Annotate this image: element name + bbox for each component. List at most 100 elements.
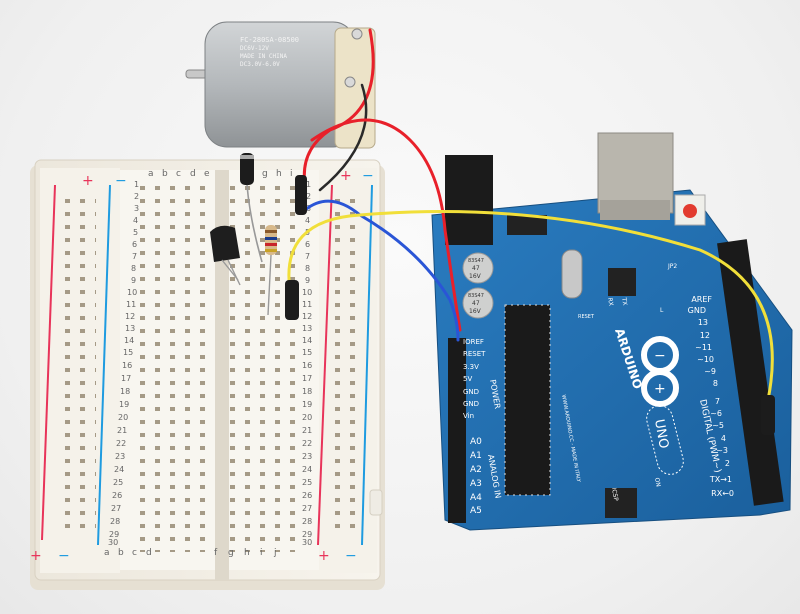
svg-text:1: 1 xyxy=(134,180,139,189)
model-label: UNO xyxy=(651,418,671,450)
svg-text:11: 11 xyxy=(302,300,312,309)
svg-text:j: j xyxy=(273,548,277,558)
analog-header-labels: A0 A1 A2 A3 A4 A5 xyxy=(470,437,482,516)
svg-text:12: 12 xyxy=(700,331,710,340)
svg-text:11: 11 xyxy=(126,300,136,309)
svg-text:19: 19 xyxy=(302,400,312,409)
svg-text:2: 2 xyxy=(725,459,730,468)
svg-text:28: 28 xyxy=(302,517,312,526)
motor-label-2: DC6V-12V xyxy=(240,45,269,52)
left-minus-rail-line xyxy=(97,184,111,546)
svg-text:RX←0: RX←0 xyxy=(711,489,734,498)
column-labels-bottom: a b c d f g h i j xyxy=(104,548,277,558)
digital-header xyxy=(717,239,784,506)
breadboard: + − + − + − + − a b c d e g h i a b c d … xyxy=(30,159,385,590)
crystal-oscillator xyxy=(561,249,583,299)
svg-text:~3: ~3 xyxy=(716,446,728,455)
svg-text:28: 28 xyxy=(110,517,120,526)
svg-text:Vin: Vin xyxy=(463,412,474,420)
svg-text:27: 27 xyxy=(111,504,121,513)
svg-text:~10: ~10 xyxy=(697,355,714,364)
motor-label-4: DC3.0V-6.0V xyxy=(240,61,280,68)
svg-text:24: 24 xyxy=(114,465,124,474)
svg-text:4: 4 xyxy=(133,216,138,225)
right-plus-rail-line xyxy=(317,184,333,546)
svg-text:b: b xyxy=(162,169,168,179)
svg-text:14: 14 xyxy=(124,336,134,345)
svg-text:g: g xyxy=(228,548,234,558)
rail-minus-label-top-left: − xyxy=(115,173,127,189)
svg-text:12: 12 xyxy=(125,312,135,321)
resistor xyxy=(265,225,277,316)
svg-text:3.3V: 3.3V xyxy=(463,363,479,371)
svg-text:26: 26 xyxy=(302,491,312,500)
motor-label-3: MADE IN CHINA xyxy=(240,53,287,60)
svg-text:23: 23 xyxy=(302,452,312,461)
wire-header-pin xyxy=(285,280,299,320)
svg-text:GND: GND xyxy=(463,400,479,408)
svg-text:A3: A3 xyxy=(470,479,482,489)
svg-text:h: h xyxy=(276,169,282,179)
svg-text:14: 14 xyxy=(302,336,312,345)
svg-text:2: 2 xyxy=(306,192,311,201)
jumper-wires xyxy=(285,28,775,435)
svg-text:A0: A0 xyxy=(470,437,482,447)
voltage-regulator xyxy=(507,215,547,235)
l-led-label: L xyxy=(660,307,664,314)
svg-text:6: 6 xyxy=(305,240,310,249)
svg-text:23: 23 xyxy=(115,452,125,461)
yellow-wire-to-pin3 xyxy=(287,210,774,402)
rail-minus-label-bottom-right: − xyxy=(345,548,357,564)
svg-text:TX→1: TX→1 xyxy=(709,475,732,484)
wire-header-pin xyxy=(761,395,775,435)
svg-text:10: 10 xyxy=(302,288,312,297)
jp2-label: JP2 xyxy=(667,263,677,270)
svg-text:5V: 5V xyxy=(463,375,472,383)
svg-text:GND: GND xyxy=(688,306,706,315)
reset-button-cap[interactable] xyxy=(683,204,697,218)
rail-plus-label-bottom-right: + xyxy=(318,548,330,564)
svg-text:22: 22 xyxy=(302,439,312,448)
svg-text:8: 8 xyxy=(305,264,310,273)
svg-text:15: 15 xyxy=(123,348,133,357)
svg-text:27: 27 xyxy=(302,504,312,513)
svg-text:83S47: 83S47 xyxy=(468,258,484,264)
svg-text:18: 18 xyxy=(302,387,312,396)
svg-text:17: 17 xyxy=(121,374,131,383)
svg-text:7: 7 xyxy=(132,252,137,261)
svg-text:a: a xyxy=(148,169,154,179)
rx-led-label: RX xyxy=(606,297,614,306)
svg-text:i: i xyxy=(290,169,293,179)
svg-text:~5: ~5 xyxy=(712,421,724,430)
wire-header-pin xyxy=(295,175,307,215)
rail-plus-label-top-left: + xyxy=(82,173,94,189)
row-labels-right: 1 2 3 4 5 6 7 8 9 10 11 12 13 14 15 16 1… xyxy=(302,180,312,547)
svg-text:4: 4 xyxy=(721,434,726,443)
motor-black-lead xyxy=(318,83,368,192)
svg-text:b: b xyxy=(118,548,124,558)
svg-text:29: 29 xyxy=(109,530,119,539)
svg-text:8: 8 xyxy=(131,264,136,273)
arduino-logo: − + xyxy=(641,336,679,407)
reset-en-label: RESET xyxy=(578,314,595,320)
svg-text:~6: ~6 xyxy=(710,409,722,418)
svg-text:7: 7 xyxy=(305,252,310,261)
svg-text:21: 21 xyxy=(302,426,312,435)
svg-text:AREF: AREF xyxy=(691,295,712,304)
svg-text:a: a xyxy=(104,548,110,558)
svg-text:A2: A2 xyxy=(470,465,482,475)
svg-text:10: 10 xyxy=(127,288,137,297)
svg-text:~9: ~9 xyxy=(704,367,716,376)
svg-text:22: 22 xyxy=(116,439,126,448)
rail-minus-label-top-right: − xyxy=(362,168,374,184)
svg-text:A4: A4 xyxy=(470,493,482,503)
svg-text:26: 26 xyxy=(112,491,122,500)
svg-text:47: 47 xyxy=(472,300,480,307)
transistor xyxy=(210,225,241,286)
svg-text:29: 29 xyxy=(302,530,312,539)
svg-text:f: f xyxy=(214,548,218,558)
usb-controller-chip xyxy=(608,268,636,296)
svg-text:9: 9 xyxy=(131,276,136,285)
